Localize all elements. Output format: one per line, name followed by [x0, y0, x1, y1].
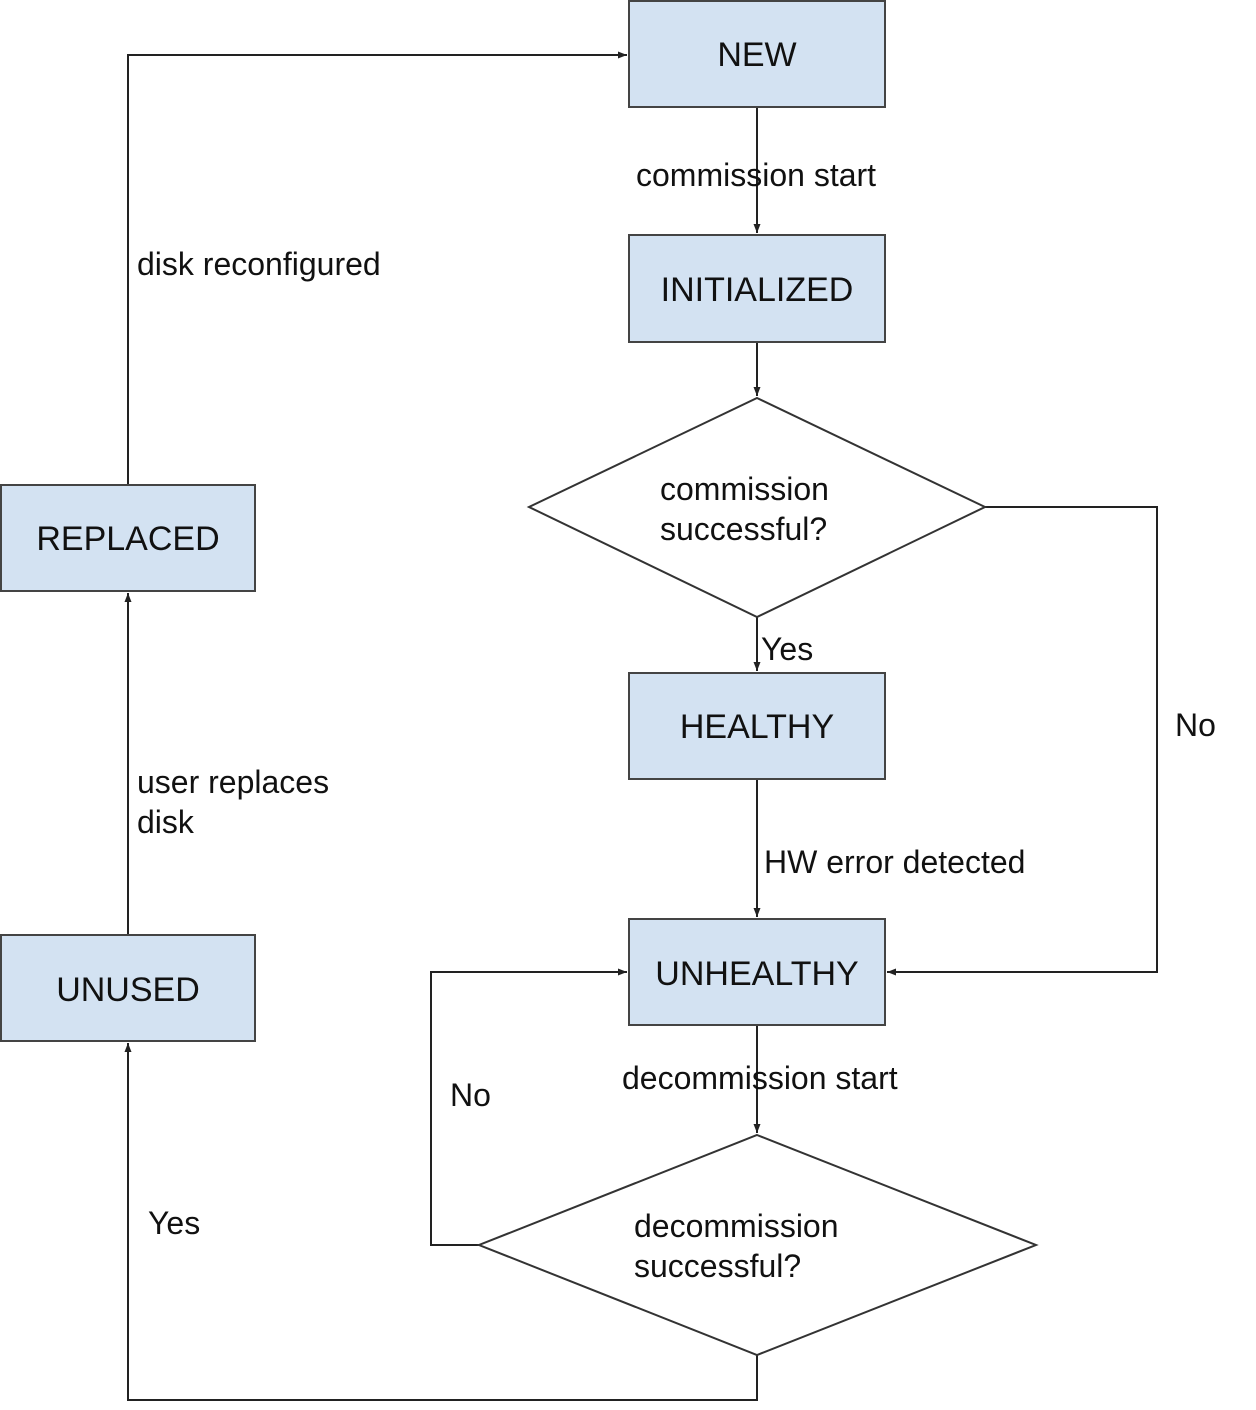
state-initialized: INITIALIZED: [628, 234, 886, 343]
label-commission-no: No: [1175, 707, 1216, 743]
state-initialized-label: INITIALIZED: [661, 271, 854, 309]
decision-decommission-line2: successful?: [634, 1248, 801, 1284]
decision-decommission: decommission successful?: [476, 1133, 1039, 1357]
label-decommission-start: decommission start: [622, 1060, 898, 1096]
state-healthy-label: HEALTHY: [680, 708, 834, 746]
decision-commission-line2: successful?: [660, 511, 827, 547]
state-unhealthy-label: UNHEALTHY: [655, 955, 858, 993]
state-new: NEW: [628, 0, 886, 108]
decision-commission-line1: commission: [660, 471, 829, 507]
arrow-commission-no-to-unhealthy: [887, 506, 1158, 976]
state-unused: UNUSED: [0, 934, 256, 1042]
state-unused-label: UNUSED: [56, 971, 200, 1009]
arrow-decommission-yes-to-unused: [124, 1043, 758, 1401]
arrow-replaced-to-new: [127, 51, 627, 485]
state-healthy: HEALTHY: [628, 672, 886, 780]
label-decommission-yes: Yes: [148, 1205, 200, 1241]
label-decommission-no: No: [450, 1077, 491, 1113]
label-disk-reconfigured: disk reconfigured: [137, 246, 381, 282]
arrow-decommission-no-to-unhealthy: [430, 968, 627, 1246]
label-commission-yes: Yes: [761, 631, 813, 667]
decision-decommission-line1: decommission: [634, 1208, 839, 1244]
state-unhealthy: UNHEALTHY: [628, 918, 886, 1026]
label-commission-start: commission start: [636, 157, 876, 193]
state-replaced: REPLACED: [0, 484, 256, 592]
label-user-replaces-line1: user replaces: [137, 764, 329, 800]
label-hw-error-detected: HW error detected: [764, 844, 1025, 880]
state-replaced-label: REPLACED: [36, 520, 219, 558]
label-user-replaces-line2: disk: [137, 804, 195, 840]
state-new-label: NEW: [717, 36, 796, 74]
decision-commission: commission successful?: [526, 396, 988, 619]
